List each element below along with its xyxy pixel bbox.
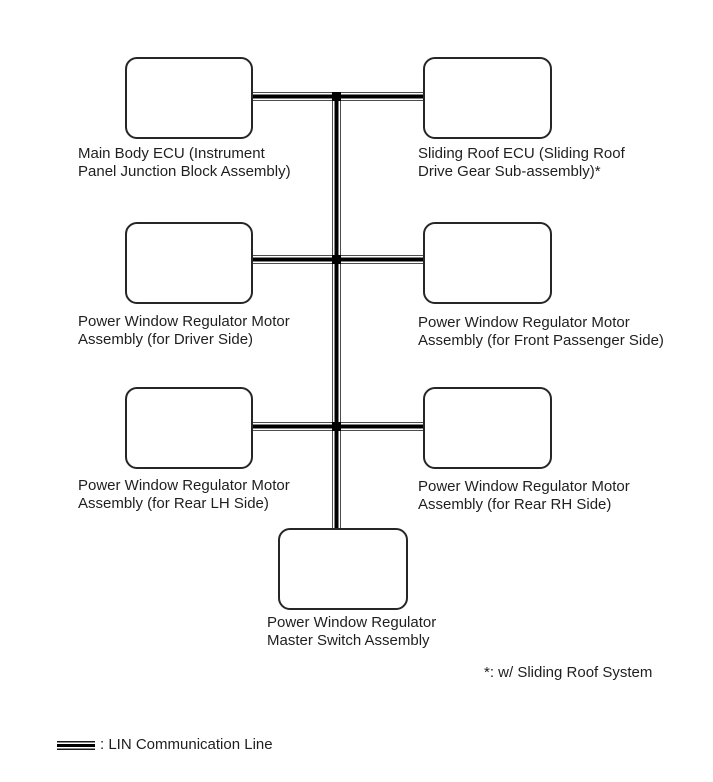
lin-line-legend-label: : LIN Communication Line — [100, 736, 273, 753]
node-box-pw-motor-front-passenger — [423, 222, 552, 304]
node-label-sliding-roof-ecu: Sliding Roof ECU (Sliding Roof Drive Gea… — [418, 145, 625, 180]
node-label-main-body-ecu: Main Body ECU (Instrument Panel Junction… — [78, 145, 291, 180]
lin-bus-vertical-line — [332, 92, 341, 528]
node-label-pw-motor-rear-rh: Power Window Regulator Motor Assembly (f… — [418, 478, 630, 513]
node-label-pw-master-switch: Power Window Regulator Master Switch Ass… — [267, 614, 437, 649]
node-label-pw-motor-rear-lh: Power Window Regulator Motor Assembly (f… — [78, 477, 290, 512]
bus-junction-row1 — [332, 92, 341, 101]
node-box-pw-motor-driver — [125, 222, 253, 304]
node-label-pw-motor-driver: Power Window Regulator Motor Assembly (f… — [78, 313, 290, 348]
bus-junction-row3 — [332, 422, 341, 431]
node-box-pw-master-switch — [278, 528, 408, 610]
node-box-sliding-roof-ecu — [423, 57, 552, 139]
node-box-pw-motor-rear-rh — [423, 387, 552, 469]
sliding-roof-footnote: *: w/ Sliding Roof System — [484, 664, 653, 681]
bus-junction-row2 — [332, 255, 341, 264]
node-box-main-body-ecu — [125, 57, 253, 139]
node-box-pw-motor-rear-lh — [125, 387, 253, 469]
node-label-pw-motor-front-passenger: Power Window Regulator Motor Assembly (f… — [418, 314, 664, 349]
lin-line-legend-swatch — [57, 741, 95, 750]
